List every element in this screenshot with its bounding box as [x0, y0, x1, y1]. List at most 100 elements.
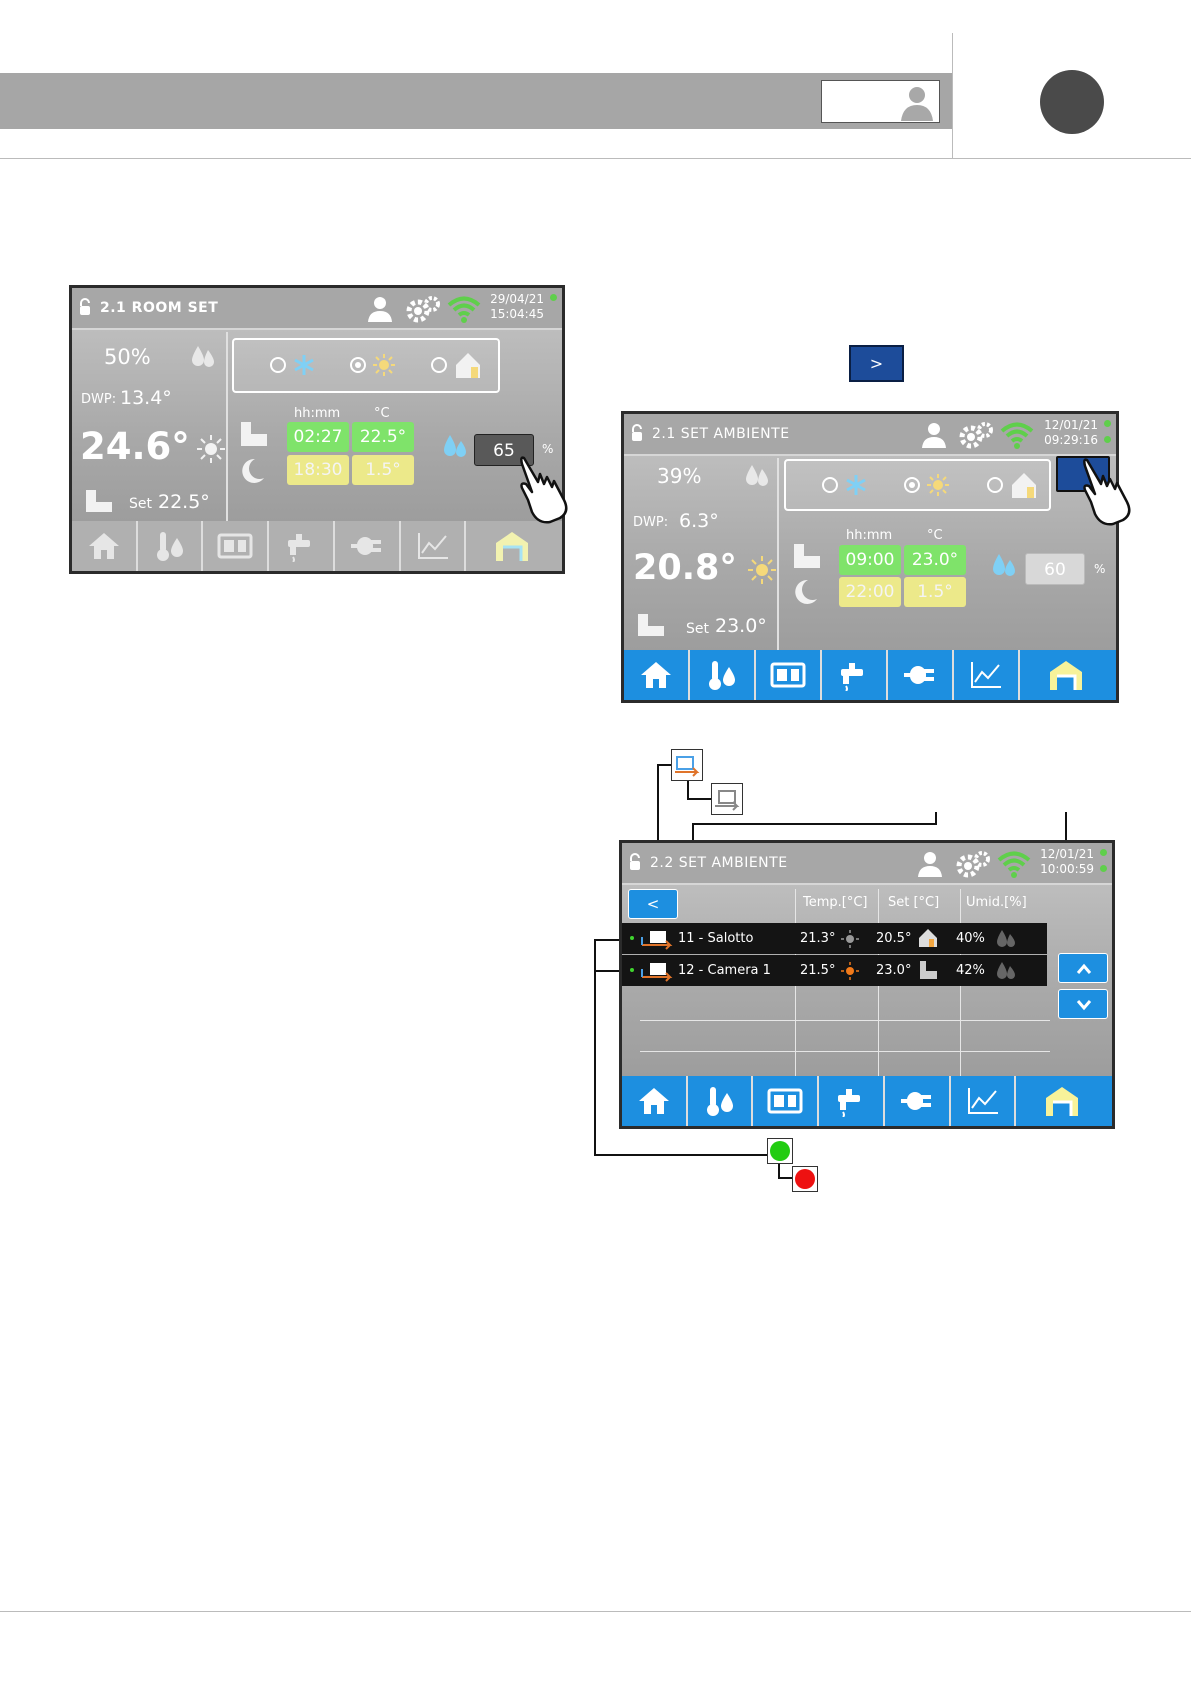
- nav-unit-button[interactable]: [753, 1076, 820, 1126]
- screen-title: 2.1 SET AMBIENTE: [652, 426, 790, 442]
- date-text: 12/01/21: [1044, 418, 1098, 432]
- nav-energy-button[interactable]: [888, 650, 954, 700]
- time-column-header: hh:mm: [846, 528, 893, 543]
- room-temperature: 20.8°: [633, 548, 737, 588]
- nav-brand-button[interactable]: [466, 521, 562, 571]
- thermometer-icon: [709, 661, 735, 690]
- schedule-temp-1[interactable]: 23.0°: [904, 545, 966, 575]
- dwp-label: DWP:: [81, 392, 117, 407]
- wifi-icon: [1000, 422, 1034, 449]
- heat-mode-radio[interactable]: [904, 477, 920, 493]
- user-icon[interactable]: [365, 294, 395, 324]
- cool-mode-radio[interactable]: [822, 477, 838, 493]
- scroll-up-button[interactable]: [1058, 953, 1108, 983]
- nav-water-button[interactable]: [269, 521, 335, 571]
- status-dot: [1104, 420, 1111, 427]
- pointer-hand-icon: [520, 456, 568, 524]
- nav-climate-button[interactable]: [138, 521, 204, 571]
- house-icon: [919, 929, 937, 947]
- grid-line: [960, 889, 961, 1084]
- home-icon: [641, 662, 671, 688]
- scroll-down-button[interactable]: [1058, 989, 1108, 1019]
- nav-water-button[interactable]: [822, 650, 888, 700]
- status-dot: [630, 968, 634, 972]
- nav-brand-button[interactable]: [1016, 1076, 1112, 1126]
- schedule-time-1[interactable]: 09:00: [839, 545, 901, 575]
- table-row[interactable]: 11 - Salotto 21.3° 20.5° 40%: [622, 923, 1047, 954]
- gear-icon[interactable]: [955, 849, 991, 879]
- percent-label: %: [542, 442, 554, 456]
- nav-chart-button[interactable]: [951, 1076, 1017, 1126]
- schedule-time-2[interactable]: 22:00: [839, 577, 901, 607]
- divider: [226, 332, 228, 525]
- table-row[interactable]: 12 - Camera 1 21.5° 23.0° 42%: [622, 955, 1047, 986]
- nav-chart-button[interactable]: [401, 521, 467, 571]
- nav-unit-button[interactable]: [203, 521, 270, 571]
- sun-icon: [197, 435, 225, 463]
- user-icon[interactable]: [919, 420, 949, 450]
- tap-icon: [841, 663, 863, 691]
- auto-mode-radio[interactable]: [987, 477, 1003, 493]
- user-icon: [901, 87, 933, 121]
- grid-line: [640, 1051, 1050, 1052]
- water-drops-icon: [444, 435, 466, 457]
- zone-name: 12 - Camera 1: [678, 963, 771, 978]
- time-text: 09:29:16: [1044, 433, 1098, 447]
- cool-mode-radio[interactable]: [270, 357, 286, 373]
- header-band: [0, 73, 952, 129]
- gear-icon[interactable]: [958, 420, 994, 450]
- unit-icon: [767, 1088, 803, 1114]
- callout-line: [594, 1154, 767, 1156]
- schedule-time-1[interactable]: 02:27: [287, 422, 349, 452]
- legend-offline-box: [792, 1166, 818, 1192]
- humidity-icon: [997, 962, 1015, 979]
- house-icon: [1012, 473, 1036, 498]
- nav-energy-button[interactable]: [885, 1076, 951, 1126]
- temp-column-header: °C: [927, 528, 943, 543]
- nav-brand-button[interactable]: [1020, 650, 1116, 700]
- time-text: 15:04:45: [490, 307, 544, 321]
- schedule-time-2[interactable]: 18:30: [287, 455, 349, 485]
- nav-home-button[interactable]: [72, 521, 138, 571]
- nav-home-button[interactable]: [624, 650, 690, 700]
- schedule-temp-2[interactable]: 1.5°: [904, 577, 966, 607]
- next-page-button[interactable]: >: [849, 345, 904, 382]
- callout-line: [594, 970, 619, 972]
- house-icon: [456, 353, 480, 378]
- pointer-hand-icon: [1083, 458, 1131, 526]
- nav-home-button[interactable]: [622, 1076, 688, 1126]
- gear-icon[interactable]: [405, 294, 441, 324]
- heat-mode-radio[interactable]: [350, 357, 366, 373]
- screen-title: 2.1 ROOM SET: [100, 300, 219, 316]
- schedule-temp-1[interactable]: 22.5°: [352, 422, 414, 452]
- nav-energy-button[interactable]: [335, 521, 401, 571]
- auto-mode-radio[interactable]: [431, 357, 447, 373]
- zone-umid: 40%: [956, 931, 985, 946]
- humidity-value: 50%: [104, 345, 151, 369]
- green-status-dot: [770, 1141, 790, 1161]
- back-button[interactable]: <: [628, 889, 678, 919]
- nav-unit-button[interactable]: [756, 650, 822, 700]
- nav-water-button[interactable]: [819, 1076, 885, 1126]
- zone-set: 23.0°: [876, 963, 912, 978]
- humidity-value: 39%: [657, 464, 702, 488]
- status-dot: [630, 936, 634, 940]
- callout-line: [778, 1177, 792, 1179]
- user-icon[interactable]: [915, 849, 945, 879]
- humidity-setpoint-field[interactable]: 60: [1025, 553, 1085, 585]
- status-dot: [1104, 436, 1111, 443]
- legend-unit-inactive-box: [711, 783, 743, 815]
- thermometer-icon: [156, 532, 183, 561]
- chevron-up-icon: [1076, 963, 1092, 974]
- chart-icon: [967, 1088, 998, 1114]
- grid-line: [878, 889, 879, 1084]
- brand-logo-icon: [1046, 1087, 1079, 1116]
- nav-climate-button[interactable]: [688, 1076, 754, 1126]
- schedule-temp-2[interactable]: 1.5°: [352, 455, 414, 485]
- nav-chart-button[interactable]: [954, 650, 1020, 700]
- nav-climate-button[interactable]: [690, 650, 756, 700]
- zone-temp: 21.5°: [800, 963, 836, 978]
